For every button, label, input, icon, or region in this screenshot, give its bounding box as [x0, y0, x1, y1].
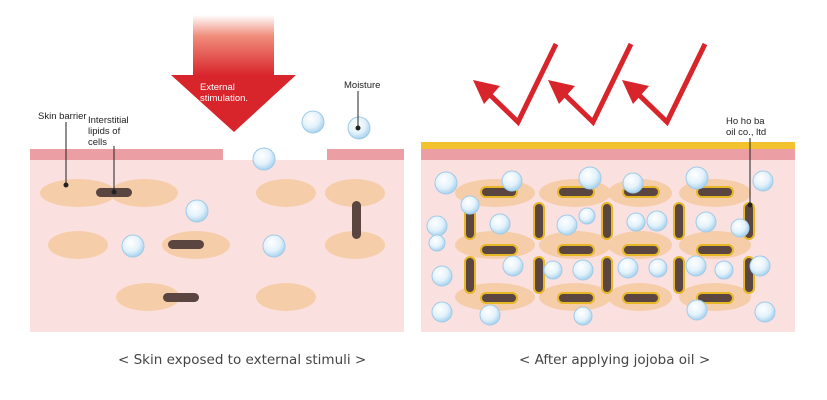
- bounce-arrow: [485, 42, 559, 127]
- lipid: [480, 292, 518, 304]
- lipid: [696, 292, 734, 304]
- moisture-bubble: [685, 255, 707, 277]
- lipid: [464, 256, 476, 294]
- moisture-bubble: [714, 260, 734, 280]
- cell: [325, 231, 385, 259]
- bounce-arrow-head: [622, 80, 649, 104]
- right-lipids: [464, 186, 755, 304]
- bounce-arrow-head: [548, 80, 575, 104]
- moisture-bubble: [479, 304, 501, 326]
- label-interstitial-lipids: Interstitial lipids of cells: [88, 115, 129, 148]
- lipid: [352, 201, 361, 239]
- lipid: [622, 244, 660, 256]
- lipid: [696, 186, 734, 198]
- bounce-arrow-head: [473, 80, 500, 104]
- moisture-bubble: [252, 147, 276, 171]
- moisture-bubble: [431, 265, 453, 287]
- cell: [110, 179, 178, 207]
- left-barrier-strip-right: [327, 149, 404, 160]
- label-moisture: Moisture: [344, 80, 381, 91]
- bounce-arrow: [634, 42, 708, 127]
- oil-layer: [421, 142, 795, 149]
- moisture-bubble: [646, 210, 668, 232]
- moisture-bubble: [262, 234, 286, 258]
- label-skin-barrier: Skin barrier: [38, 111, 87, 122]
- moisture-bubble: [573, 306, 593, 326]
- lipid: [622, 292, 660, 304]
- moisture-bubble: [622, 172, 644, 194]
- moisture-bubble: [686, 299, 708, 321]
- lipid: [557, 292, 595, 304]
- cell: [256, 283, 316, 311]
- moisture-bubble: [502, 255, 524, 277]
- cell: [48, 231, 108, 259]
- bounce-arrow: [560, 42, 634, 127]
- lipid: [601, 202, 613, 240]
- lipid: [673, 202, 685, 240]
- lipid: [163, 293, 199, 302]
- moisture-bubble: [572, 259, 594, 281]
- external-stimulation-arrow: [171, 15, 296, 132]
- moisture-bubble: [695, 211, 717, 233]
- moisture-bubble: [626, 212, 646, 232]
- moisture-bubble: [426, 215, 448, 237]
- lipid: [673, 256, 685, 294]
- moisture-bubble: [431, 301, 453, 323]
- cell: [40, 179, 116, 207]
- lipid: [533, 256, 545, 294]
- moisture-bubble: [754, 301, 776, 323]
- moisture-bubble: [501, 170, 523, 192]
- lipid: [557, 186, 595, 198]
- left-panel: [30, 15, 404, 332]
- moisture-bubble: [648, 258, 668, 278]
- moisture-bubble: [749, 255, 771, 277]
- moisture-bubble: [543, 260, 563, 280]
- left-caption: < Skin exposed to external stimuli >: [118, 352, 367, 368]
- bounce-arrows: [473, 42, 708, 127]
- cell: [256, 179, 316, 207]
- moisture-bubble: [752, 170, 774, 192]
- left-cells: [40, 179, 385, 311]
- moisture-bubble: [617, 257, 639, 279]
- cell: [325, 179, 385, 207]
- moisture-bubble: [685, 166, 709, 190]
- right-moisture: [426, 166, 776, 326]
- left-leader-lines: [63, 91, 361, 195]
- left-barrier-strip-left: [30, 149, 223, 160]
- moisture-bubble: [301, 110, 325, 134]
- moisture-bubble: [121, 234, 145, 258]
- lipid: [696, 244, 734, 256]
- moisture-bubble: [556, 214, 578, 236]
- moisture-bubble: [185, 199, 209, 223]
- lipid: [557, 244, 595, 256]
- moisture-bubble: [428, 234, 446, 252]
- moisture-bubble: [489, 213, 511, 235]
- right-caption: < After applying jojoba oil >: [519, 352, 711, 368]
- lipid: [480, 244, 518, 256]
- arrow-head: [171, 75, 296, 132]
- moisture-bubble: [434, 171, 458, 195]
- moisture-bubble: [730, 218, 750, 238]
- arrow-label: External stimulation.: [200, 82, 249, 104]
- right-leader-line: [747, 138, 753, 208]
- lipid: [601, 256, 613, 294]
- cell: [116, 283, 180, 311]
- label-jojoba-oil: Ho ho ba oil co., ltd: [726, 116, 767, 138]
- lipid: [168, 240, 204, 249]
- arrow-shaft: [193, 15, 274, 76]
- right-barrier-strip: [421, 149, 795, 160]
- moisture-bubble: [578, 207, 596, 225]
- lipid: [533, 202, 545, 240]
- left-moisture: [121, 110, 371, 258]
- moisture-bubble: [460, 195, 480, 215]
- moisture-bubble: [578, 166, 602, 190]
- right-panel: [421, 42, 795, 332]
